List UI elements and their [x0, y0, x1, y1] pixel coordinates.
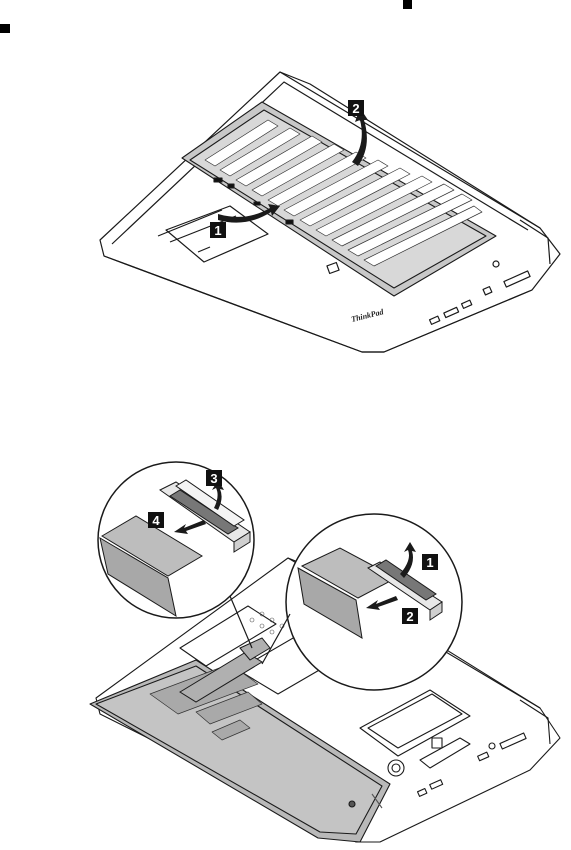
- callout-2: 2: [348, 100, 364, 116]
- callout-1: 1: [422, 554, 438, 570]
- svg-text:2: 2: [406, 609, 413, 624]
- keyboard-removal-illustration: ThinkPad 1: [0, 60, 571, 360]
- top-right-marker: [403, 0, 412, 9]
- callout-1: 1: [210, 222, 226, 238]
- svg-text:2: 2: [352, 101, 359, 116]
- callout-4: 4: [148, 512, 164, 528]
- top-left-marker: [0, 24, 10, 33]
- svg-text:1: 1: [426, 555, 433, 570]
- callout-2: 2: [402, 608, 418, 624]
- svg-text:1: 1: [214, 223, 221, 238]
- cable-disconnect-illustration: 3 4 1 2: [0, 438, 571, 850]
- callout-3: 3: [206, 470, 222, 486]
- svg-text:3: 3: [210, 471, 217, 486]
- svg-text:4: 4: [152, 513, 160, 528]
